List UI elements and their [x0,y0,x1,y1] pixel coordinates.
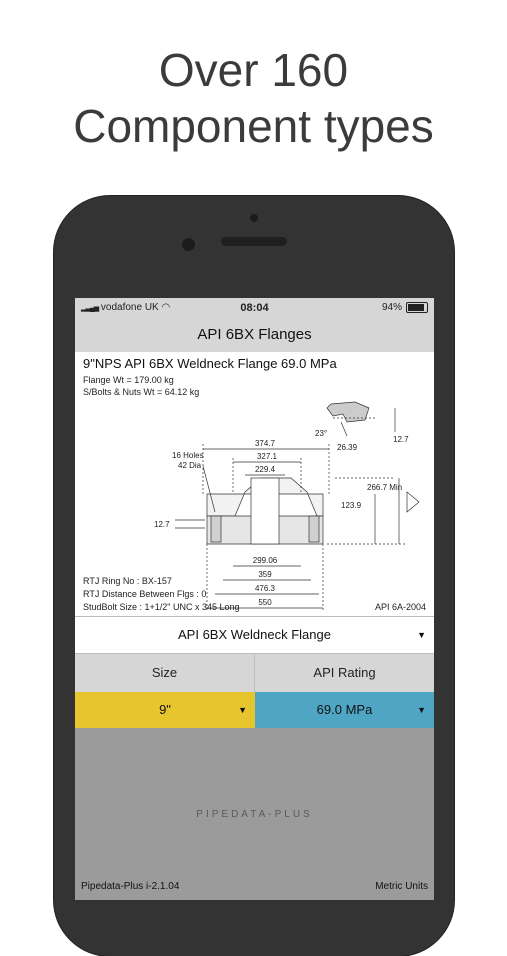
battery-icon [406,302,428,313]
dim-thk: 123.9 [341,501,362,510]
studbolt-size: StudBolt Size : 1+1/2" UNC x 345 Long [83,602,240,612]
headline-line-1: Over 160 [158,44,349,96]
dim-299: 299.06 [253,556,278,565]
rating-select[interactable]: 69.0 MPa ▼ [255,692,434,728]
groove-angle: 23° [315,429,327,438]
dim-hub: 266.7 Min [367,483,402,492]
status-bar: ▂▃▄▅ vodafone UK ◠ 08:04 94% [75,298,434,318]
dim-476: 476.3 [255,584,276,593]
dim-359: 359 [258,570,272,579]
dim-left-thk: 12.7 [154,520,170,529]
nav-title: API 6BX Flanges [75,318,434,352]
flange-drawing-panel: 9"NPS API 6BX Weldneck Flange 69.0 MPa F… [75,352,434,616]
holes-count: 16 Holes [172,451,204,460]
rating-select-value: 69.0 MPa [316,702,373,717]
brand-watermark: PIPEDATA-PLUS [196,809,313,820]
headline-line-2: Component types [73,100,434,152]
component-select[interactable]: API 6BX Weldneck Flange ▼ [75,616,434,654]
battery-status: 94% [382,302,428,313]
dim-374-7: 374.7 [255,439,276,448]
earpiece-speaker [221,237,287,246]
version-label: Pipedata-Plus i-2.1.04 [81,881,180,892]
signal-icon: ▂▃▄▅ [81,305,99,312]
app-screen: ▂▃▄▅ vodafone UK ◠ 08:04 94% API 6BX Fla… [75,298,434,900]
rtj-ring: RTJ Ring No : BX-157 [83,576,172,586]
front-camera [182,238,195,251]
front-sensor [250,214,258,222]
flange-weight: Flange Wt = 179.00 kg [83,375,174,385]
rating-header: API Rating [255,654,434,692]
flange-drawing: 374.7 327.1 229.4 16 Holes 42 Dia 12.7 2… [154,401,420,610]
chevron-down-icon: ▼ [417,630,426,640]
bolts-weight: S/Bolts & Nuts Wt = 64.12 kg [83,387,200,397]
dim-229-4: 229.4 [255,465,276,474]
dim-327-1: 327.1 [257,452,278,461]
flange-title: 9"NPS API 6BX Weldneck Flange 69.0 MPa [83,356,337,371]
units-label[interactable]: Metric Units [375,881,428,892]
carrier-name: vodafone UK [100,302,159,313]
battery-percent: 94% [381,302,402,313]
size-select[interactable]: 9" ▼ [75,692,255,728]
carrier-label: ▂▃▄▅ vodafone UK ◠ [81,302,170,313]
chevron-down-icon: ▼ [238,705,247,715]
bore [250,477,280,545]
dim-550: 550 [258,598,272,607]
clock: 08:04 [240,302,269,314]
expand-arrow-icon [406,491,420,513]
api-standard: API 6A-2004 [374,602,426,612]
component-select-value: API 6BX Weldneck Flange [178,627,331,642]
size-header: Size [75,654,255,692]
groove-width: 26.39 [337,443,358,452]
wifi-icon: ◠ [161,302,171,313]
bolt-hole-left [210,515,222,543]
rtj-distance: RTJ Distance Between Flgs : 0 [83,589,207,599]
headline: Over 160 Component types [0,42,507,154]
bolt-hole-right [308,515,320,543]
size-select-value: 9" [159,702,171,717]
groove-height: 12.7 [393,435,409,444]
groove-detail [326,401,370,423]
chevron-down-icon: ▼ [417,705,426,715]
holes-dia: 42 Dia [178,461,202,470]
